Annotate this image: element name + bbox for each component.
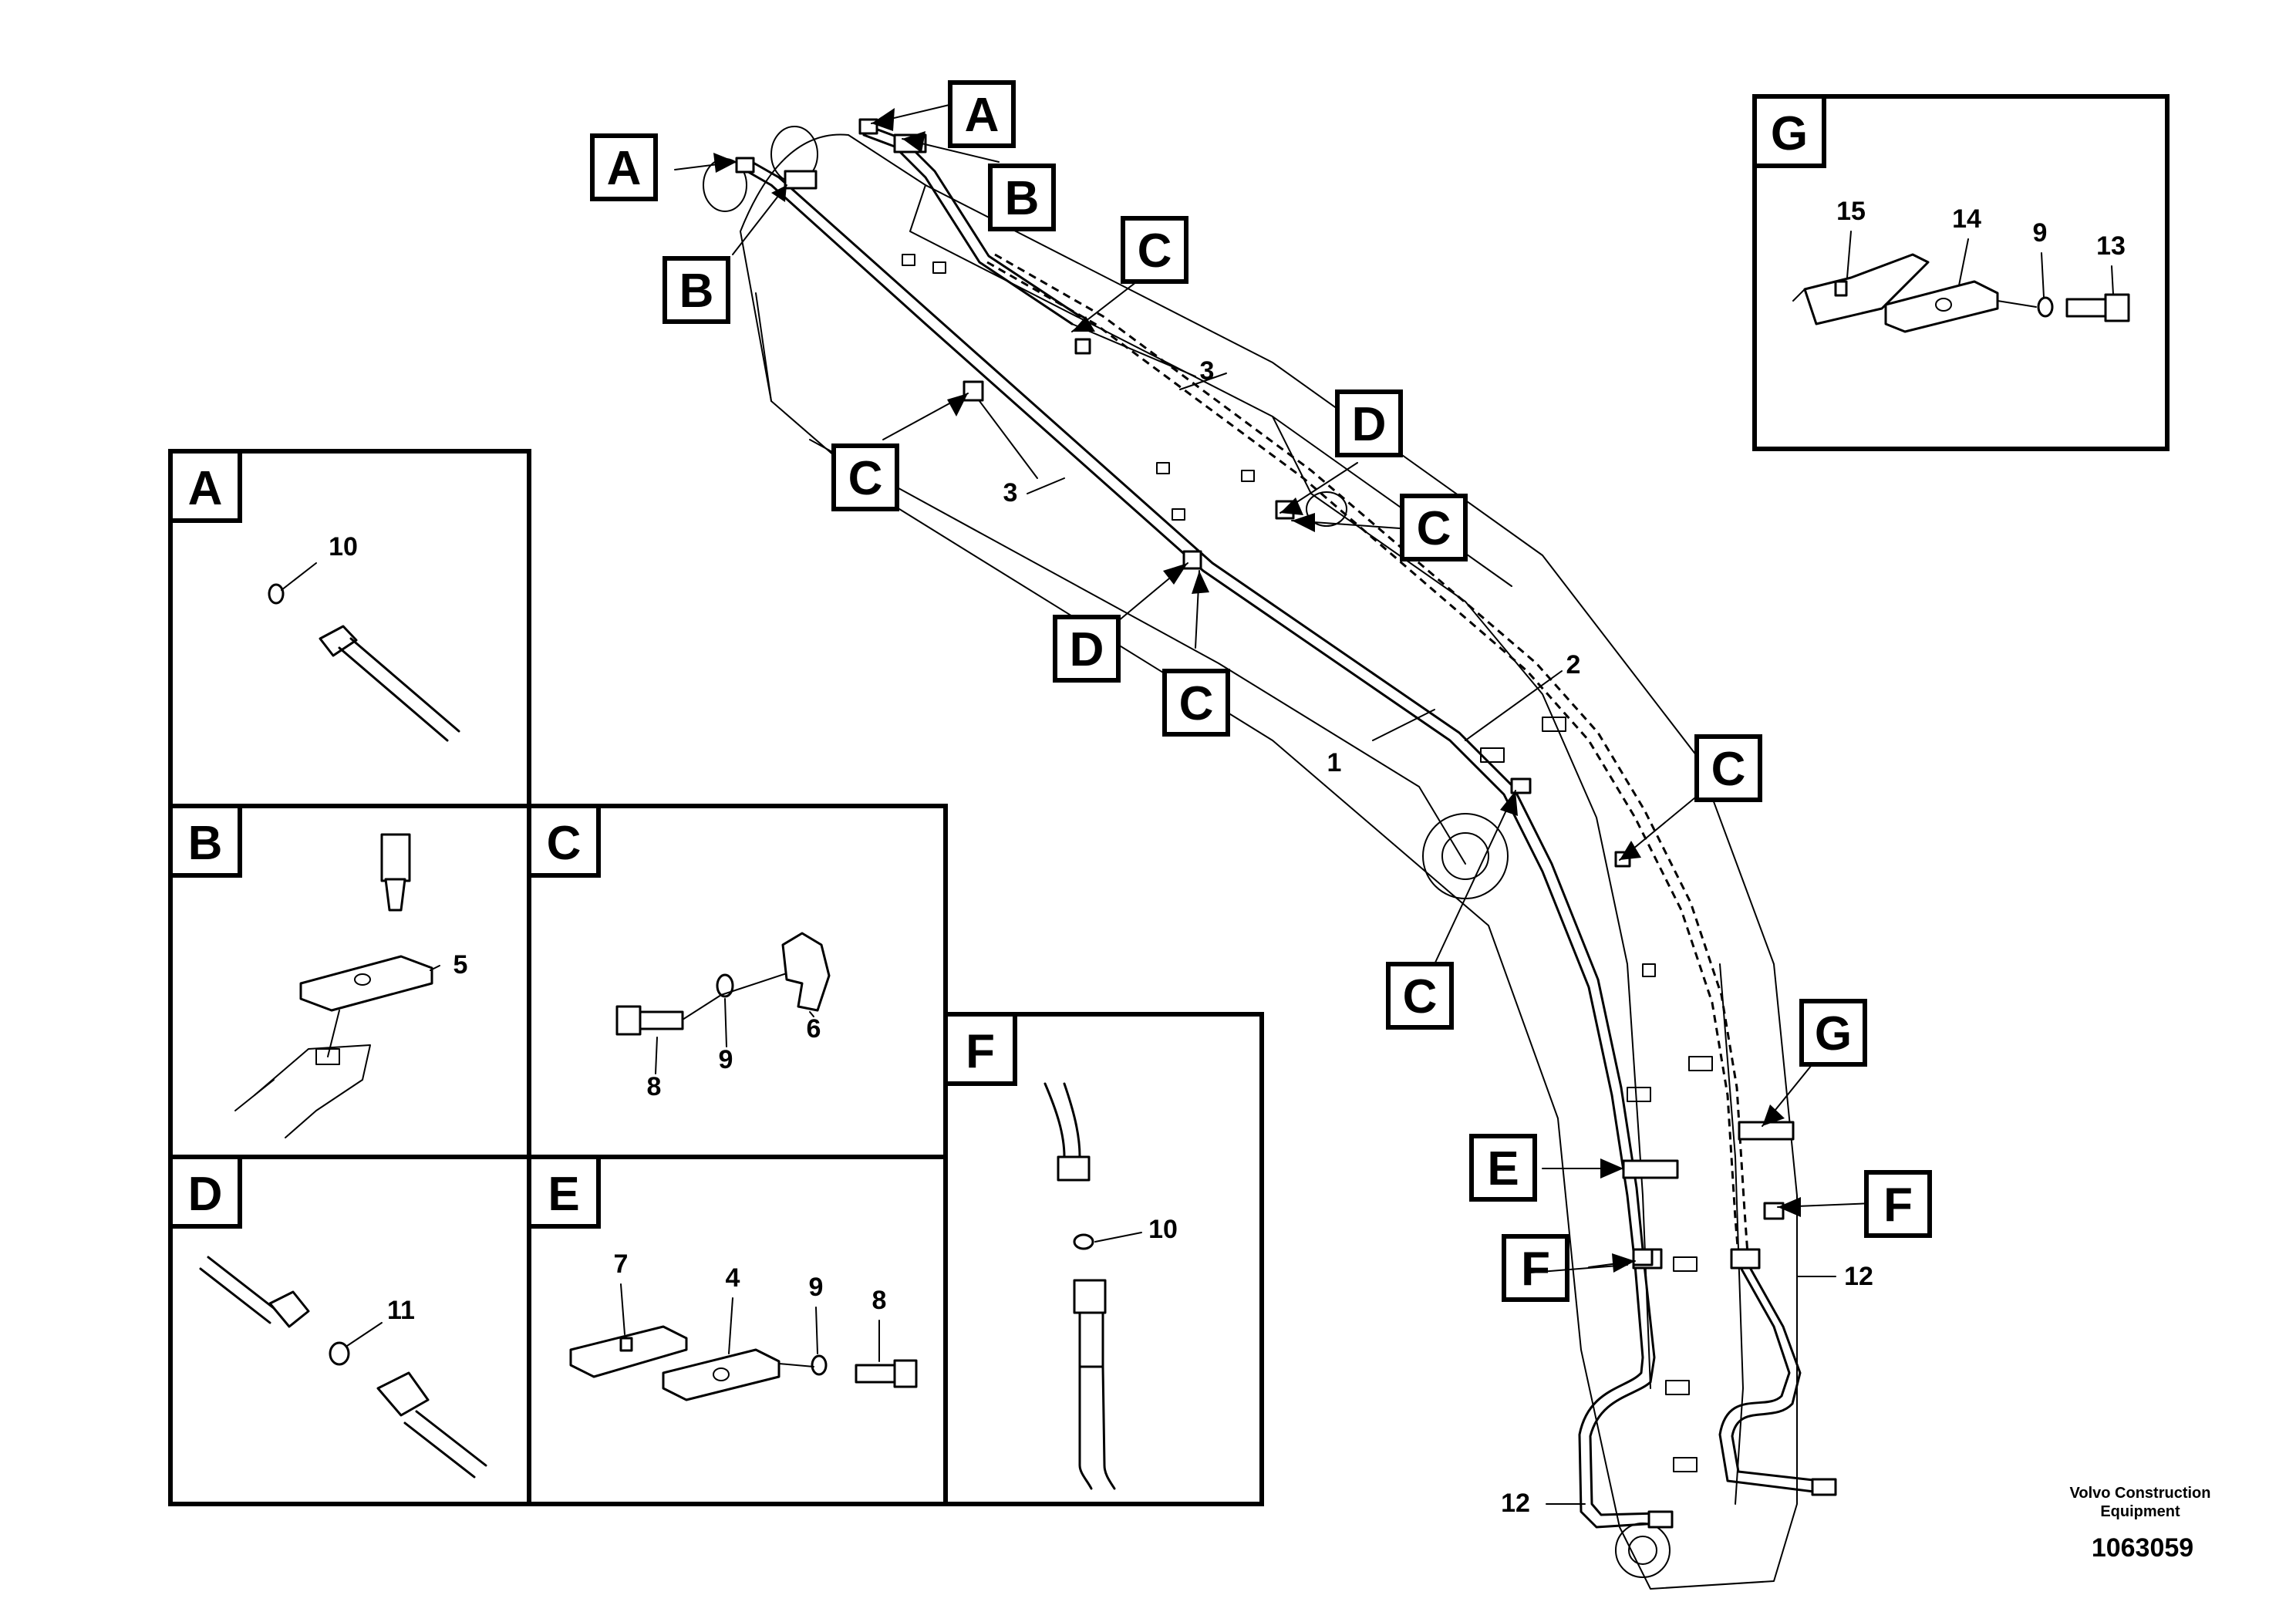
- callout-A-top-left[interactable]: A: [590, 133, 658, 201]
- boom-drawing: [703, 118, 1837, 1590]
- detail-letter: F: [966, 1025, 995, 1078]
- detail-panel-E: E 7 4 9 8: [527, 1155, 948, 1506]
- callout-letter: F: [1521, 1243, 1550, 1296]
- callout-letter: A: [965, 89, 1000, 142]
- part-number-10-a: 10: [329, 532, 358, 561]
- footer: Volvo Construction Equipment 1063059: [2070, 1485, 2211, 1563]
- callout-A-top-right[interactable]: A: [948, 80, 1016, 148]
- part-number-9-c: 9: [719, 1045, 733, 1074]
- callout-letter: A: [607, 142, 642, 195]
- callout-G-boom[interactable]: G: [1799, 999, 1867, 1067]
- part-number-5: 5: [453, 950, 468, 980]
- callout-C-right[interactable]: C: [1694, 734, 1762, 802]
- detail-panel-A: A 10: [168, 449, 531, 808]
- callout-letter: D: [1070, 623, 1104, 676]
- callout-letter: C: [1403, 970, 1438, 1023]
- detail-letter: D: [188, 1168, 223, 1221]
- part-number-7: 7: [614, 1249, 629, 1279]
- detail-letter: E: [548, 1168, 579, 1221]
- callout-letter: C: [1138, 224, 1172, 278]
- callout-B-top-left[interactable]: B: [663, 256, 730, 324]
- brand-line-1: Volvo Construction: [2070, 1485, 2211, 1502]
- brand-line-2: Equipment: [2100, 1503, 2180, 1520]
- detail-panel-F: F 10: [943, 1012, 1264, 1506]
- callout-F-right[interactable]: F: [1864, 1170, 1932, 1238]
- part-number-13: 13: [2096, 231, 2126, 261]
- document-number: 1063059: [2092, 1533, 2193, 1563]
- detail-letter: C: [547, 817, 582, 870]
- part-number-2: 2: [1566, 650, 1581, 679]
- part-number-11: 11: [387, 1296, 415, 1325]
- detail-letter: G: [1771, 107, 1808, 160]
- part-number-12-right: 12: [1844, 1262, 1873, 1291]
- part-number-9-e: 9: [809, 1273, 824, 1302]
- callout-letter: C: [1711, 743, 1746, 796]
- part-number-9-g: 9: [2033, 218, 2048, 248]
- part-number-4: 4: [726, 1263, 740, 1293]
- callout-C-upper[interactable]: C: [1121, 216, 1188, 284]
- callout-E-boom[interactable]: E: [1469, 1134, 1537, 1202]
- callout-D-upper[interactable]: D: [1335, 389, 1403, 457]
- callout-D-lower[interactable]: D: [1053, 615, 1121, 683]
- callout-letter: C: [848, 452, 883, 505]
- callout-C-lower[interactable]: C: [1386, 962, 1454, 1030]
- callout-letter: C: [1179, 677, 1214, 730]
- callout-letter: C: [1417, 502, 1451, 555]
- callout-letter: B: [679, 265, 714, 318]
- detail-panel-B: B 5: [168, 804, 531, 1159]
- callout-B-top-right[interactable]: B: [988, 164, 1056, 231]
- detail-letter: A: [188, 462, 223, 515]
- part-number-3-lower: 3: [1003, 478, 1018, 508]
- detail-panel-C: C 8 9 6: [527, 804, 948, 1159]
- callout-C-below-D[interactable]: C: [1162, 669, 1230, 737]
- callout-letter: F: [1883, 1179, 1913, 1232]
- part-number-8-e: 8: [872, 1286, 887, 1315]
- callout-letter: D: [1352, 398, 1387, 451]
- callout-C-left[interactable]: C: [831, 443, 899, 511]
- callout-letter: B: [1005, 172, 1040, 225]
- callout-letter: E: [1487, 1142, 1519, 1195]
- callout-leaders: [674, 103, 1875, 1505]
- part-number-1: 1: [1327, 748, 1342, 777]
- part-number-6: 6: [807, 1014, 821, 1044]
- part-number-10-f: 10: [1148, 1215, 1178, 1244]
- callout-letter: G: [1815, 1007, 1852, 1061]
- part-number-15: 15: [1836, 197, 1866, 226]
- detail-panel-D: D 11: [168, 1155, 531, 1506]
- detail-panel-G: G 15 14 9 13: [1752, 94, 2170, 451]
- callout-C-right-of-D[interactable]: C: [1400, 494, 1468, 561]
- part-number-14: 14: [1952, 204, 1981, 234]
- part-number-8-c: 8: [647, 1072, 662, 1101]
- detail-letter: B: [188, 817, 223, 870]
- callout-F-left[interactable]: F: [1502, 1234, 1569, 1302]
- part-number-12-left: 12: [1501, 1489, 1530, 1518]
